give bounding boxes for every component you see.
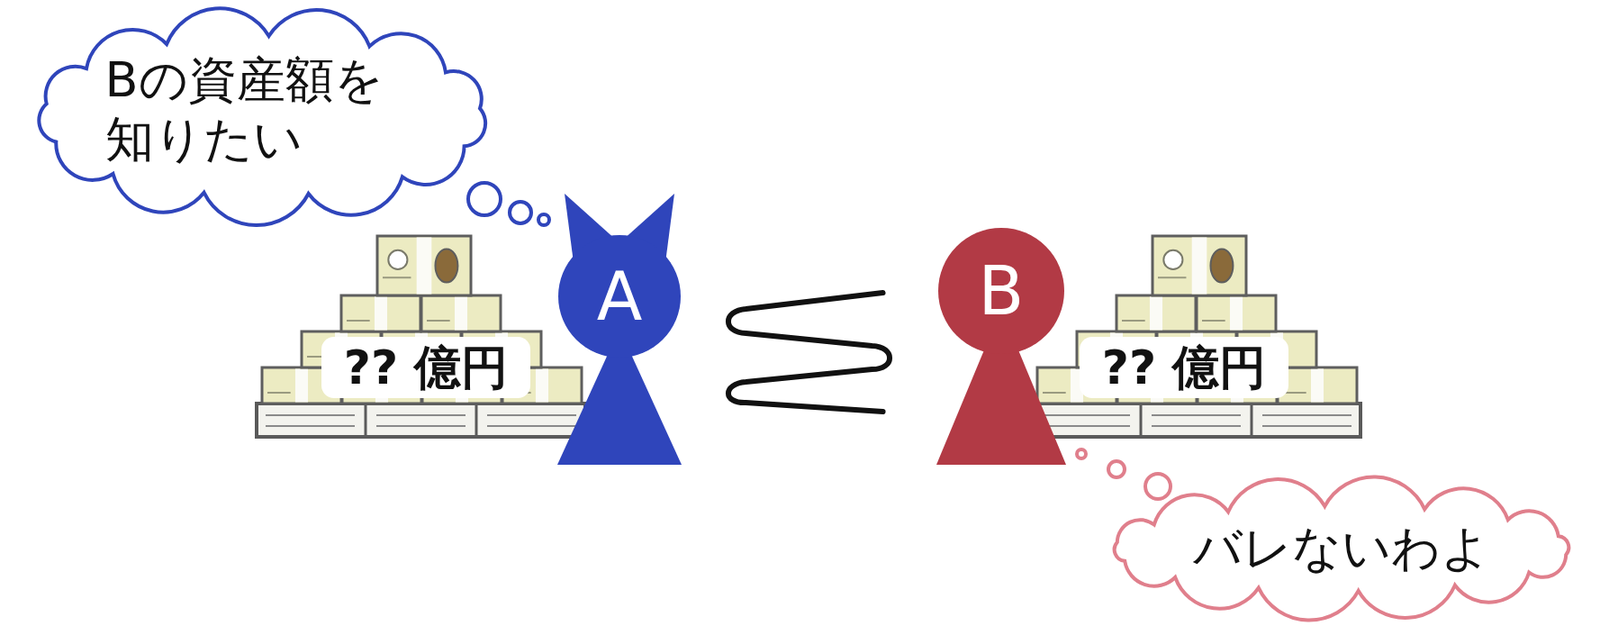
bundle-band [1149, 297, 1163, 331]
base-line [1262, 414, 1352, 416]
bundle-band [1229, 297, 1243, 331]
bill-bundle [1277, 367, 1357, 404]
thought-dot [1145, 473, 1171, 499]
base-line [1151, 414, 1241, 416]
cloud-outline [38, 8, 486, 226]
base-divider [475, 403, 479, 437]
thought-cloud: バレないわよ [1091, 482, 1592, 615]
thought-text: Bの資産額を 知りたい [105, 50, 421, 170]
bundle-band [374, 297, 388, 331]
thought-cloud: Bの資産額を 知りたい [9, 1, 516, 230]
base-line [376, 424, 466, 427]
bill-bundle [1152, 235, 1247, 296]
thought-dot [468, 182, 501, 216]
base-line [376, 414, 466, 416]
bill-bundle [377, 235, 471, 296]
bundle-band [535, 369, 549, 403]
money-pile [254, 219, 588, 439]
bill-detail [1121, 319, 1146, 322]
spring-connector [728, 292, 937, 412]
bill-bundle [1116, 295, 1196, 332]
bundle-band [454, 297, 468, 331]
bundle-band [295, 369, 308, 403]
bill-detail [426, 319, 451, 322]
base-line [1151, 424, 1241, 427]
base-divider [1250, 403, 1254, 437]
pile-base [1031, 403, 1361, 437]
money-pile: ?? 億円 [1030, 219, 1363, 439]
thought-dot [1076, 449, 1086, 459]
pile-base [256, 403, 586, 437]
bill-watermark [388, 250, 407, 270]
bill-detail [346, 319, 371, 322]
base-line [487, 414, 577, 416]
bill-detail [1202, 319, 1226, 322]
bundle-band [1310, 369, 1324, 403]
person-figure: A [557, 193, 682, 465]
figure-head [558, 235, 681, 358]
money-pile [1030, 219, 1363, 439]
amount-label: ?? 億円 [321, 336, 531, 398]
amount-label: ?? 億円 [1079, 336, 1289, 398]
person-letter: A [557, 255, 682, 337]
bill-bundle [341, 295, 421, 332]
base-line [1040, 424, 1130, 427]
thought-text: バレないわよ [1193, 518, 1491, 579]
base-line [1040, 414, 1130, 416]
base-divider [1139, 403, 1143, 437]
bill-portrait [1210, 249, 1233, 283]
person-letter: B [936, 250, 1067, 332]
person-figure: B [936, 227, 1067, 465]
base-line [265, 414, 355, 416]
bundle-band [1192, 237, 1208, 295]
bill-detail [1042, 391, 1067, 394]
bundle-band [416, 237, 433, 295]
bill-watermark [1163, 250, 1183, 270]
bill-detail [382, 276, 411, 279]
bill-portrait [434, 249, 458, 283]
money-pile: ?? 億円 [254, 219, 588, 439]
bill-detail [1157, 276, 1186, 279]
base-line [265, 424, 355, 427]
base-line [487, 424, 577, 427]
thought-dot [1108, 461, 1125, 478]
base-divider [364, 403, 368, 437]
thought-dot [538, 214, 550, 226]
bill-bundle [1196, 295, 1276, 332]
base-line [1262, 424, 1352, 427]
bill-bundle [421, 295, 501, 332]
cloud-outline [1114, 477, 1570, 621]
thought-dot [509, 201, 532, 224]
bill-detail [267, 391, 291, 394]
